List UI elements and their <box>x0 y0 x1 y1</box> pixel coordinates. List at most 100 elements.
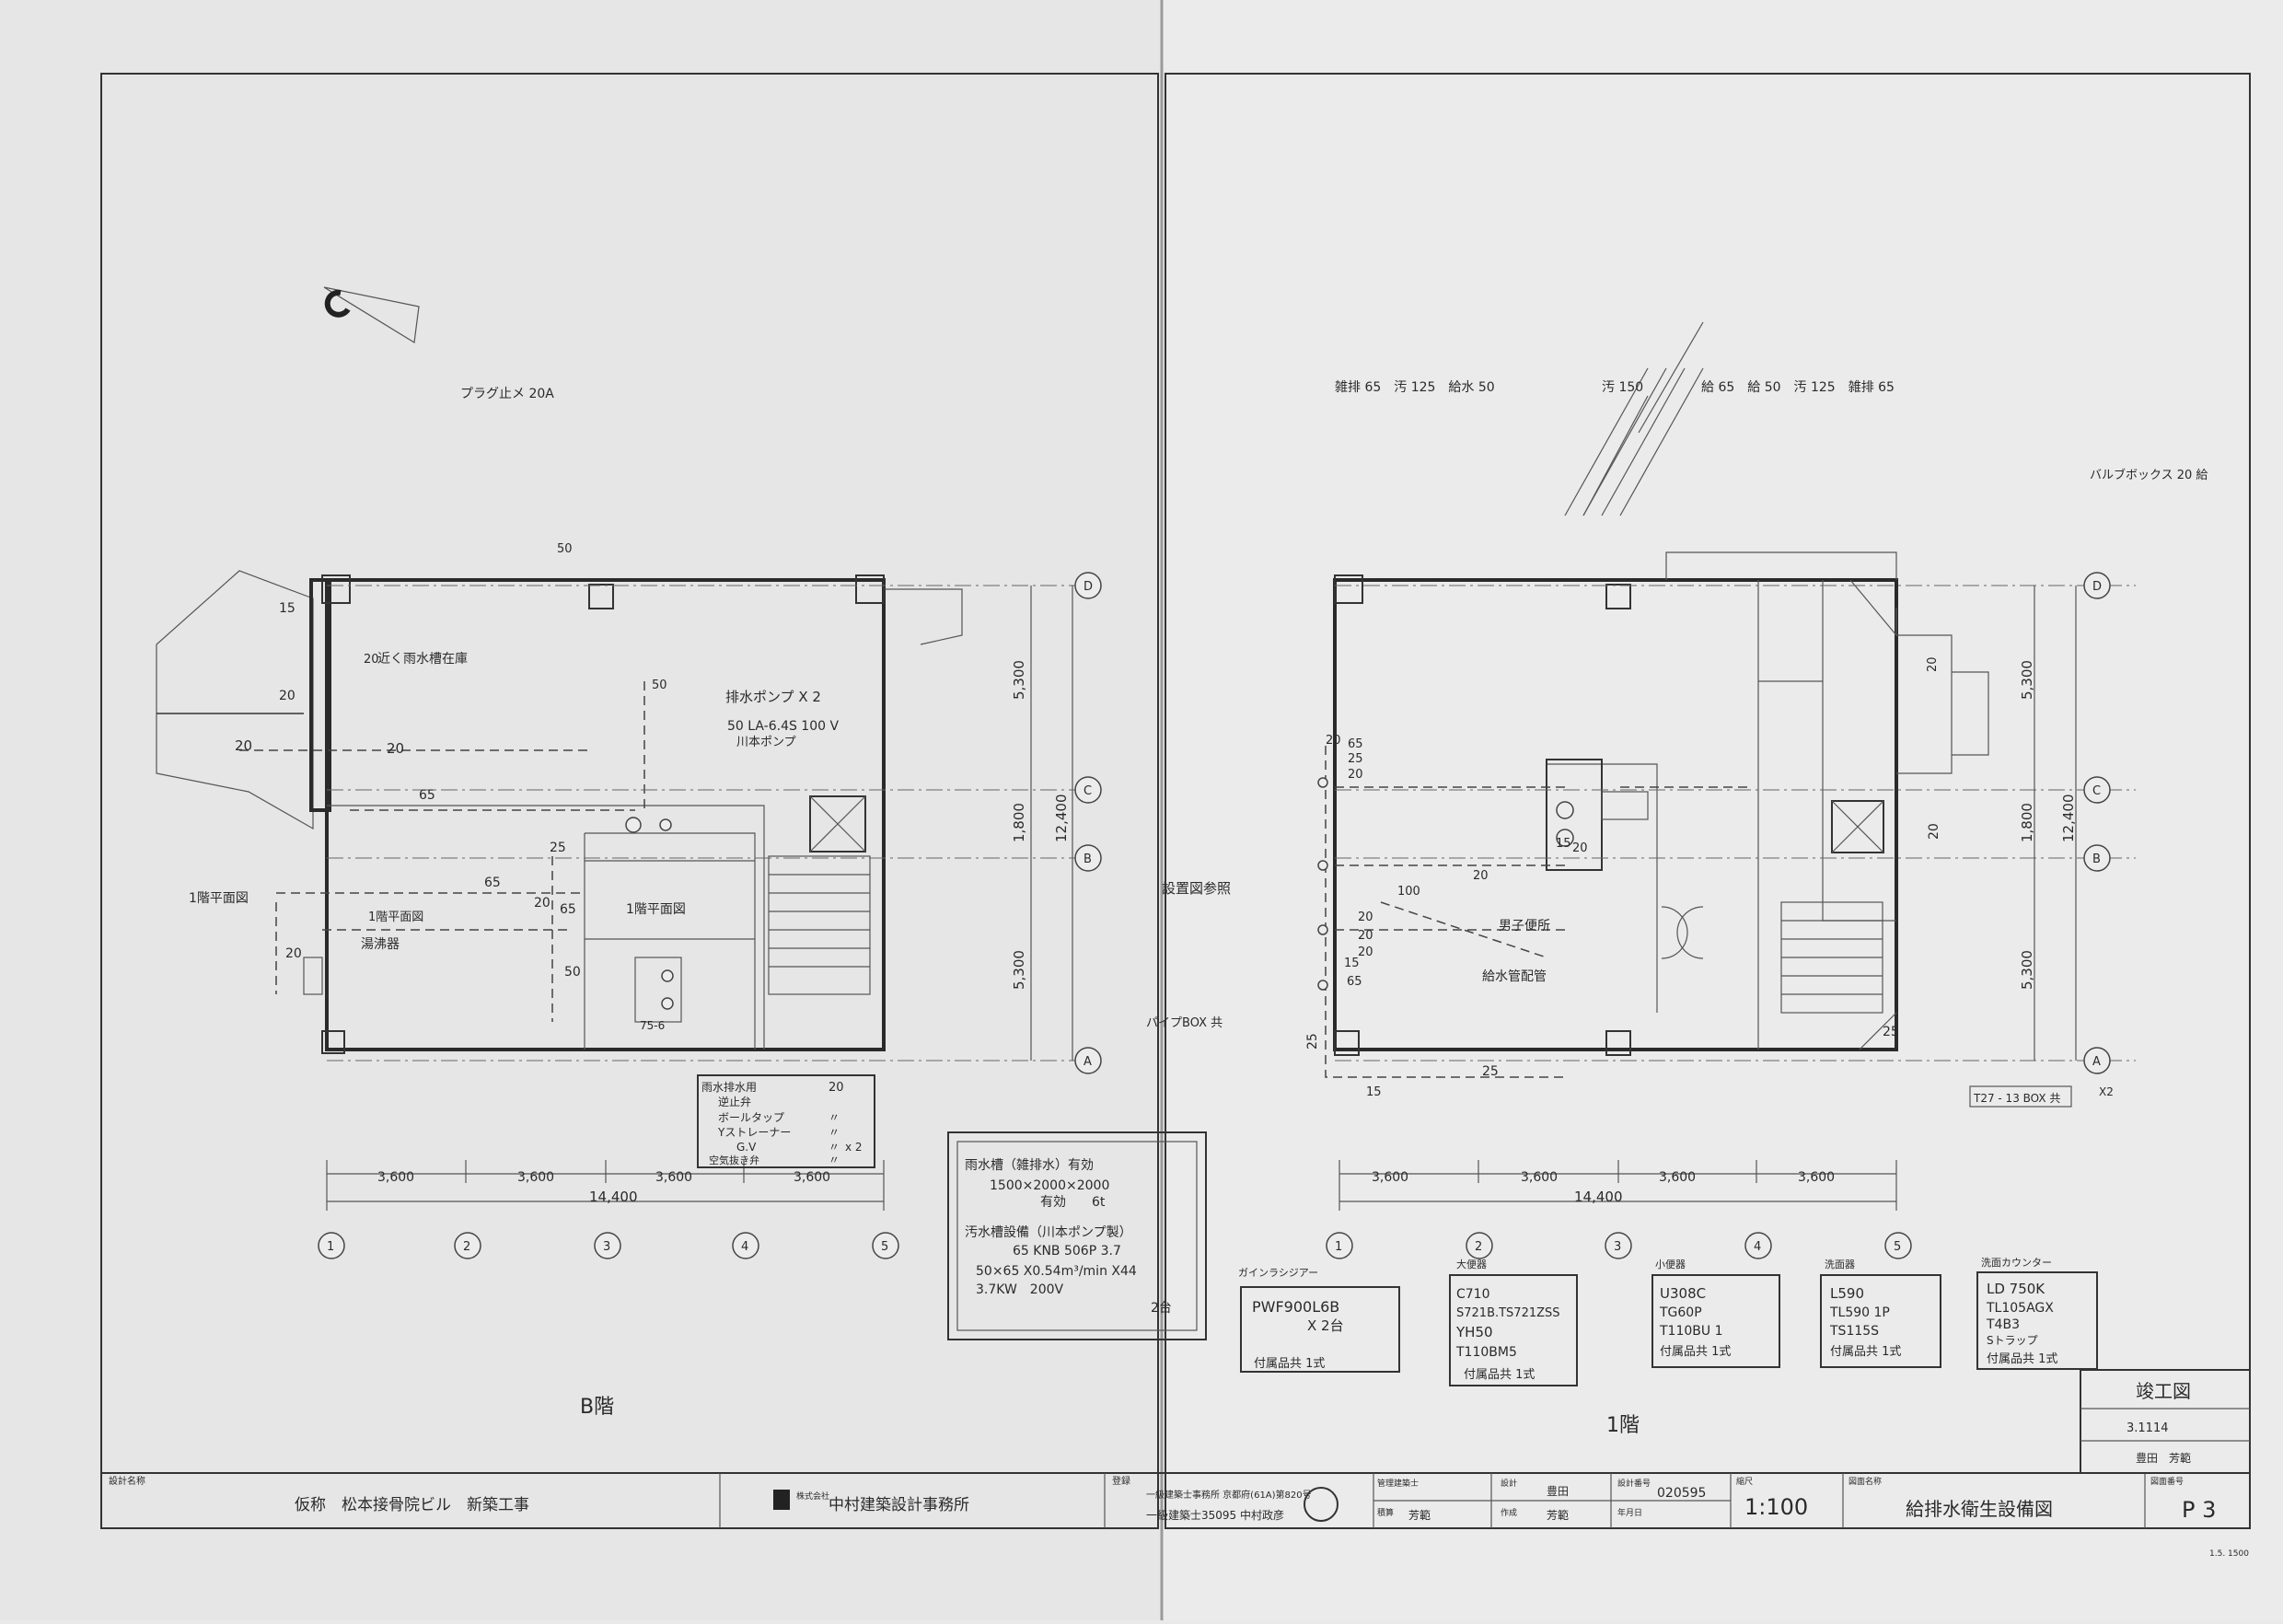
right-box-tag-count: X2 <box>2099 1085 2114 1098</box>
fixture-5-line-2: TL105AGX <box>1986 1301 2054 1316</box>
right-axis-5: 5 <box>1894 1240 1901 1254</box>
right-row-dim-3: 5,300 <box>2019 950 2035 990</box>
right-dim-20e: 20 <box>1358 929 1373 943</box>
left-page <box>0 0 1162 1620</box>
tank-line-3: 有効 6t <box>1040 1195 1106 1210</box>
fixture-box-frame-4 <box>1820 1274 1941 1368</box>
left-dim-15: 15 <box>279 601 296 616</box>
right-floor-plan <box>1240 321 2136 1386</box>
tb-scale: 1:100 <box>1744 1494 1808 1520</box>
tb-stamp-label: 竣工図 <box>2136 1380 2191 1402</box>
right-axis-C: C <box>2092 784 2101 798</box>
left-col-total: 14,400 <box>589 1189 638 1205</box>
fixture-2-line-3: YH50 <box>1455 1324 1493 1340</box>
north-arrow <box>323 286 420 343</box>
left-plan-label-2: 1階平面図 <box>368 911 423 924</box>
right-col-dim-1: 3,600 <box>1372 1170 1408 1185</box>
fixture-3-line-1: U308C <box>1660 1285 1706 1302</box>
fixture-4-line-2: TL590 1P <box>1829 1305 1890 1320</box>
right-dim-65b: 65 <box>1347 975 1362 989</box>
left-pump-title: 排水ポンプ X 2 <box>725 689 821 705</box>
right-dim-25c: 25 <box>1482 1064 1499 1079</box>
tb-sheet-no: P 3 <box>2182 1497 2216 1523</box>
left-row-dim-1: 5,300 <box>1011 660 1027 700</box>
tank-line-6: 50×65 X0.54m³/min X44 <box>976 1264 1137 1279</box>
right-axis-2: 2 <box>1475 1240 1482 1254</box>
left-dim-20c: 20 <box>387 740 404 757</box>
right-dim-20g: 20 <box>1927 823 1941 840</box>
left-dim-65a: 65 <box>419 788 435 803</box>
right-area-2: 給水管配管 <box>1482 969 1547 984</box>
left-axis-4: 4 <box>741 1240 748 1254</box>
legend-r3-c2: 〃 <box>829 1126 840 1139</box>
left-border <box>100 73 1159 1529</box>
left-dim-20a: 20 <box>364 653 379 667</box>
fixture-4-line-3: TS115S <box>1829 1324 1879 1339</box>
left-axis-B: B <box>1084 853 1092 866</box>
right-dim-25d: 25 <box>1883 1025 1899 1039</box>
right-row-dim-2: 1,800 <box>2019 803 2035 842</box>
right-axis-3: 3 <box>1614 1240 1621 1254</box>
legend-r2-c1: ボールタップ <box>718 1111 784 1124</box>
fixture-5-line-4: Sトラップ <box>1987 1334 2038 1347</box>
left-partition <box>327 805 765 1050</box>
legend-r2-c2: 〃 <box>829 1111 840 1124</box>
fixture-4-line-4: 付属品共 1式 <box>1830 1345 1901 1359</box>
left-floor-plan <box>156 570 1207 1340</box>
right-dim-20c: 20 <box>1572 841 1588 855</box>
tb-date-label: 年月日 <box>1617 1507 1642 1518</box>
legend-header: 雨水排水用 <box>701 1081 757 1094</box>
left-col-dim-2: 3,600 <box>517 1170 554 1185</box>
left-dim-20e: 20 <box>534 896 550 911</box>
left-note-pit: 近く雨水槽在庫 <box>377 651 468 667</box>
tank-line-5: 65 KNB 506P 3.7 <box>1013 1244 1121 1259</box>
legend-r3-c1: Yストレーナー <box>717 1126 791 1139</box>
tb-firm-name: 中村建築設計事務所 <box>829 1496 969 1514</box>
tb-draft-label: 作成 <box>1501 1507 1517 1518</box>
left-axis-2: 2 <box>463 1240 470 1254</box>
fixture-3-line-2: TG60P <box>1659 1305 1702 1320</box>
completion-stamp-box <box>2080 1369 2251 1474</box>
left-axis-C: C <box>1084 784 1092 798</box>
fixture-box-frame-5 <box>1976 1271 2098 1370</box>
right-dim-20d: 20 <box>1358 911 1373 924</box>
title-block <box>101 1369 2251 1528</box>
right-dim-65a: 65 <box>1348 737 1363 751</box>
right-valve-box-note: バルブボックス 20 給 <box>2090 468 2208 482</box>
left-dim-20b: 20 <box>235 737 252 754</box>
fixture-2-line-5: 付属品共 1式 <box>1464 1368 1535 1382</box>
left-tank-spec-box <box>947 1131 1207 1340</box>
dry-area <box>156 570 314 830</box>
left-dim-50c: 50 <box>564 965 581 980</box>
left-col-dim-3: 3,600 <box>655 1170 692 1185</box>
right-dim-20i: 20 <box>1326 734 1341 748</box>
right-dim-15c: 15 <box>1366 1085 1382 1099</box>
tb-sheet-no-label: 図面番号 <box>2150 1476 2184 1487</box>
tb-draft-name: 芳範 <box>1547 1508 1569 1522</box>
fixture-5-line-3: T4B3 <box>1986 1317 2020 1332</box>
left-floor-label: B階 <box>580 1396 614 1419</box>
left-axis-1: 1 <box>327 1240 334 1254</box>
right-pipe-label-3: 給 65 給 50 汚 125 雑排 65 <box>1701 380 1895 395</box>
fixture-3-header: 小便器 <box>1655 1259 1686 1270</box>
left-dim-75: 75-6 <box>640 1019 665 1032</box>
tank-line-4: 汚水槽設備（川本ポンプ製） <box>965 1225 1132 1240</box>
legend-r4-c1: G.V <box>736 1141 757 1154</box>
left-stair <box>768 855 871 995</box>
left-plan-label-1: 1階平面図 <box>189 891 249 906</box>
fixture-1-header: ガインラシジアー <box>1238 1267 1318 1279</box>
left-pump-spec-2: 川本ポンプ <box>736 736 796 749</box>
right-col-axes <box>1326 1232 1912 1259</box>
fixture-2-line-1: C710 <box>1456 1287 1490 1302</box>
right-area-1: 男子便所 <box>1499 919 1550 934</box>
left-plan-label-3: 1階平面図 <box>626 902 686 917</box>
left-note-plug: プラグ止メ 20A <box>460 387 554 401</box>
tb-registration-label: 登録 <box>1112 1475 1130 1487</box>
left-total-dim: 12,400 <box>1053 795 1070 843</box>
left-valve-legend-box <box>697 1074 875 1168</box>
left-row-dim-2: 1,800 <box>1011 803 1027 842</box>
right-dim-20a: 20 <box>1348 768 1363 782</box>
legend-r1-c2: 20 <box>829 1081 844 1095</box>
right-dim-15a: 15 <box>1556 837 1571 851</box>
